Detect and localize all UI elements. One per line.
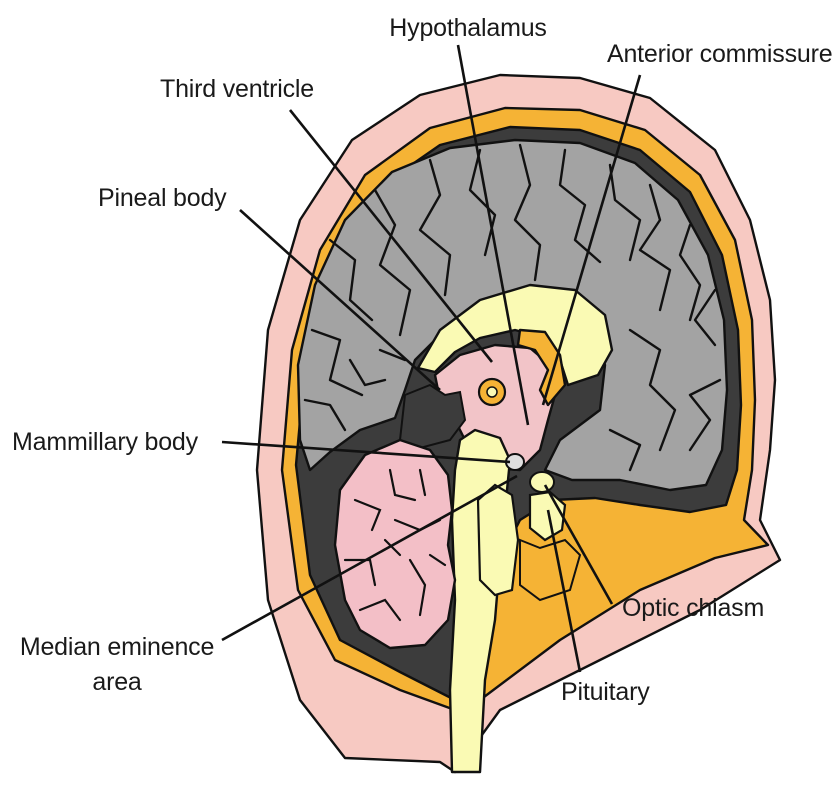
label-pituitary: Pituitary xyxy=(561,678,650,707)
label-mammillary-body: Mammillary body xyxy=(12,428,198,457)
optic-chiasm-shape xyxy=(530,472,554,492)
label-hypothalamus: Hypothalamus xyxy=(389,14,546,43)
label-median-eminence-line1: Median eminence xyxy=(20,633,214,662)
label-third-ventricle: Third ventricle xyxy=(160,75,314,104)
label-pineal-body: Pineal body xyxy=(98,184,226,213)
label-median-eminence-line2: area xyxy=(92,668,141,697)
label-optic-chiasm: Optic chiasm xyxy=(622,594,764,623)
label-anterior-commissure: Anterior commissure xyxy=(607,40,832,69)
pons xyxy=(478,485,518,595)
